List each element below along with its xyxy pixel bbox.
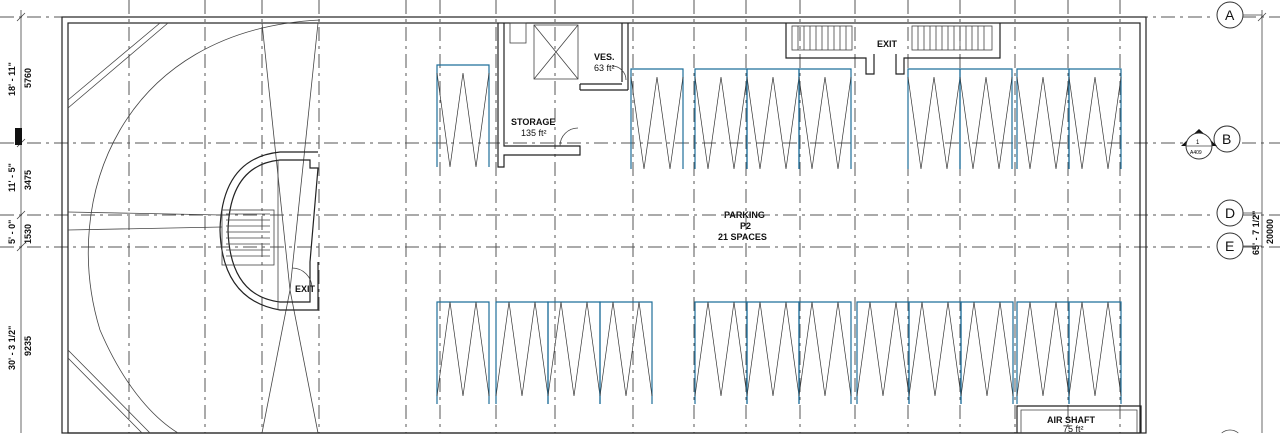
ramp-divider bbox=[67, 211, 223, 231]
grid-bubble-d[interactable]: D bbox=[1216, 199, 1262, 227]
grid-bubble-b-label: B bbox=[1222, 131, 1231, 147]
parking-stall bbox=[547, 301, 601, 404]
parking-level: P2 bbox=[740, 221, 751, 231]
core-rooms: STORAGE 135 ft² VES. 63 ft² bbox=[497, 22, 629, 168]
top-exit: EXIT bbox=[785, 23, 1001, 75]
parking-stall bbox=[798, 68, 852, 170]
dim-1-imperial: 18' - 11" bbox=[7, 62, 17, 96]
grid-bubble-b[interactable]: B bbox=[1213, 125, 1241, 153]
dim-1-metric: 5760 bbox=[23, 68, 33, 88]
parking-stall bbox=[960, 301, 1014, 404]
dim-2-metric: 3475 bbox=[23, 170, 33, 190]
parking-spaces: 21 SPACES bbox=[718, 232, 767, 242]
dim-3-metric: 1530 bbox=[23, 224, 33, 244]
vestibule-area: 63 ft² bbox=[594, 63, 615, 73]
parking-stall bbox=[495, 301, 549, 404]
vestibule-label: VES. bbox=[594, 52, 615, 62]
parking-stall bbox=[599, 301, 653, 404]
air-shaft-inner bbox=[1020, 409, 1138, 433]
parking-stall bbox=[1016, 68, 1070, 170]
parking-stall bbox=[694, 68, 748, 170]
section-marker[interactable]: 1 A409 bbox=[1181, 129, 1217, 160]
elevator bbox=[533, 24, 579, 80]
air-shaft-area: 75 ft² bbox=[1063, 424, 1084, 434]
air-shaft-label: AIR SHAFT bbox=[1047, 415, 1095, 425]
ramp-arc bbox=[88, 19, 321, 434]
parking-label: PARKING bbox=[724, 210, 765, 220]
right-dim-imperial: 65' - 7 1/2" bbox=[1251, 211, 1261, 255]
grid-bubble-a-label: A bbox=[1225, 7, 1235, 23]
parking-stall bbox=[1068, 301, 1122, 404]
air-shaft bbox=[1016, 405, 1142, 433]
grid-bubble-e-label: E bbox=[1225, 238, 1234, 254]
ramp-zigzag bbox=[261, 22, 319, 434]
grid-bubble-e[interactable]: E bbox=[1216, 232, 1262, 260]
section-sheet: A409 bbox=[1190, 150, 1202, 156]
section-number: 1 bbox=[1196, 140, 1200, 146]
grid-bubble-partial[interactable] bbox=[1221, 429, 1239, 434]
parking-stall bbox=[907, 68, 961, 170]
grid-bubble-a[interactable]: A bbox=[1216, 1, 1262, 29]
parking-stall bbox=[959, 68, 1013, 170]
right-dim-metric: 20000 bbox=[1265, 219, 1275, 244]
dim-4-imperial: 30' - 3 1/2" bbox=[7, 326, 17, 370]
stair-core: EXIT bbox=[219, 151, 319, 311]
ramp-edges bbox=[67, 22, 169, 434]
storage-area: 135 ft² bbox=[521, 128, 547, 138]
exit-label-top: EXIT bbox=[877, 39, 898, 49]
inner-wall bbox=[67, 22, 1141, 434]
dim-3-imperial: 5' - 0" bbox=[7, 220, 17, 244]
grid-bubble-d-label: D bbox=[1225, 205, 1235, 221]
dim-2-imperial: 11' - 5" bbox=[7, 163, 17, 192]
parking-stall bbox=[630, 68, 684, 170]
exit-label-stair: EXIT bbox=[295, 284, 316, 294]
parking-stall bbox=[746, 301, 800, 404]
parking-stalls bbox=[436, 64, 1122, 404]
parking-stall bbox=[1016, 301, 1070, 404]
parking-stall bbox=[694, 301, 748, 404]
right-dimension: 65' - 7 1/2" 20000 bbox=[1251, 10, 1275, 433]
parking-stall bbox=[436, 301, 490, 404]
parking-stall bbox=[908, 301, 962, 404]
parking-stall bbox=[856, 301, 910, 404]
parking-stall bbox=[798, 301, 852, 404]
parking-stall bbox=[1068, 68, 1122, 170]
dim-4-metric: 9235 bbox=[23, 336, 33, 356]
parking-stall bbox=[436, 64, 490, 168]
dimension-handle[interactable] bbox=[15, 128, 22, 145]
storage-label: STORAGE bbox=[511, 117, 555, 127]
left-dimension-string: 18' - 11" 5760 11' - 5" 3475 5' - 0" 153… bbox=[7, 10, 33, 433]
parking-stall bbox=[746, 68, 800, 170]
